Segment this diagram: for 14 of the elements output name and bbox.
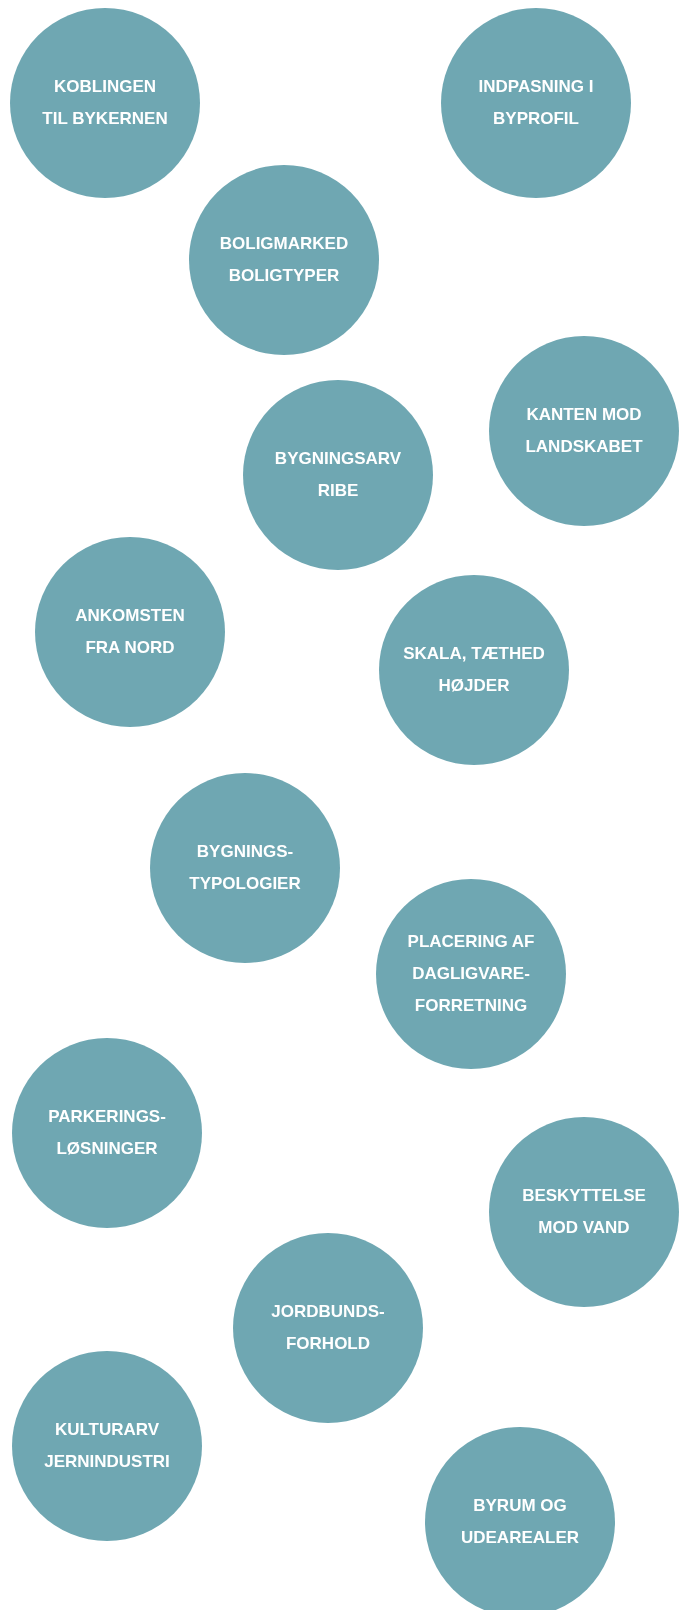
topic-label: BYGNINGSARV RIBE (273, 448, 403, 502)
topic-label: BYGNINGS- TYPOLOGIER (188, 841, 302, 895)
topic-label: PARKERINGS- LØSNINGER (47, 1106, 167, 1160)
topic-label: JORDBUNDS- FORHOLD (270, 1301, 386, 1355)
topic-label: KANTEN MOD LANDSKABET (524, 404, 644, 458)
topic-label: PLACERING AF DAGLIGVARE- FORRETNING (406, 931, 536, 1017)
topic-label: KULTURARV JERNINDUSTRI (43, 1419, 171, 1473)
topic-label: KOBLINGEN TIL BYKERNEN (41, 76, 169, 130)
topic-label: BYRUM OG UDEAREALER (459, 1495, 581, 1549)
topic-label: BESKYTTELSE MOD VAND (521, 1185, 647, 1239)
topic-label: SKALA, TÆTHED HØJDER (402, 643, 546, 697)
topic-label: BOLIGMARKED BOLIGTYPER (218, 233, 350, 287)
topic-label: INDPASNING I BYPROFIL (477, 76, 595, 130)
topic-label: ANKOMSTEN FRA NORD (74, 605, 186, 659)
